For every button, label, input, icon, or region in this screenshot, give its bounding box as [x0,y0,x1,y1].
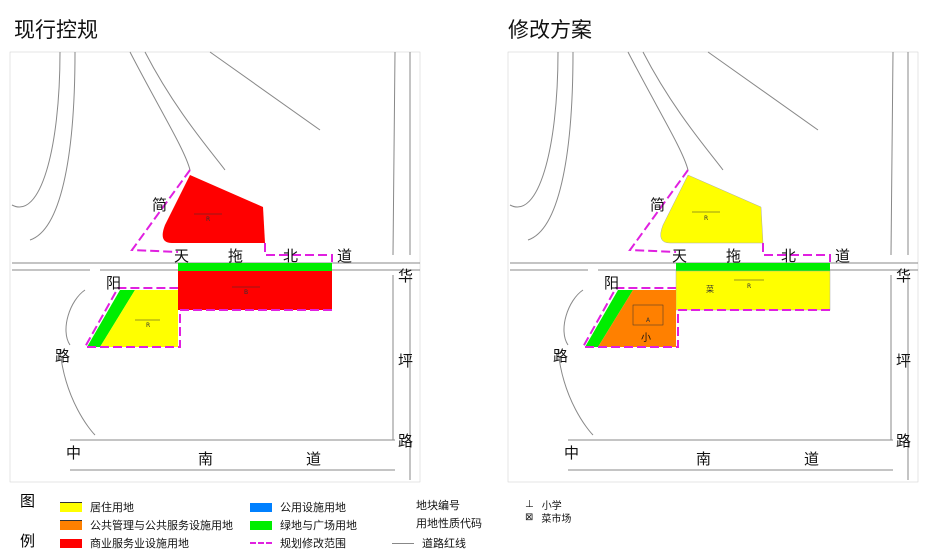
road-label: 华 [398,267,413,285]
road-label: 简 [650,196,665,214]
green-strip [178,263,332,271]
legend-symbol: ⊥小学 [525,499,562,512]
road-label: 道 [306,450,321,468]
road-label: 道 [835,247,850,265]
school-icon: 小 [641,332,651,344]
road-label: 路 [398,432,413,450]
parcel-code: R [206,216,210,223]
legend-item: 公共管理与公共服务设施用地 [60,517,233,533]
parcel-code: B [244,289,248,296]
road-label: 北 [283,247,298,265]
parcel-west [598,290,676,347]
road-label: 道 [804,450,819,468]
road-label: 道 [337,247,352,265]
road-label: 阳 [604,274,619,292]
road-label: 南 [198,450,213,468]
legend-title-1: 图 [20,492,36,510]
market-icon: 菜 [706,284,714,294]
boundary-line [581,169,831,348]
road-label: 天 [672,247,687,265]
road-label: 天 [174,247,189,265]
current-plan-title: 现行控规 [14,18,98,42]
green-diagonal [585,290,633,347]
parcel-south [178,271,332,310]
road-label: 中 [564,444,579,462]
legend-item: 道路红线 [392,535,466,551]
legend-item: 公用设施用地 [250,499,346,515]
parcel-code: R [146,322,150,329]
road-label: 简 [152,196,167,214]
road-label: 坪 [398,352,413,370]
legend-item: 规划修改范围 [250,535,346,551]
parcel-code: A [646,317,651,324]
parcel-south [675,270,831,311]
road-label: 拖 [726,247,741,265]
boundary-line [83,169,333,348]
legend-item: 绿地与广场用地 [250,517,357,533]
revised-plan-title: 修改方案 [508,18,592,42]
legend-title-2: 例 [20,532,36,550]
road-label: 坪 [896,352,911,370]
road-label: 拖 [228,247,243,265]
legend-symbol: ⊠菜市场 [525,512,572,525]
parcel-code: R [704,215,708,222]
road-label: 北 [781,247,796,265]
green-strip [676,263,830,271]
road-label: 路 [896,432,911,450]
revised-plan-map: 简 天 拖 北 道 阳 路 华 坪 路 中 南 道 R R 菜 A 小 [507,51,919,483]
green-diagonal [87,290,135,347]
parcel-north [162,175,265,243]
legend-item: 商业服务业设施用地 [60,535,189,551]
current-plan-map: 简 天 拖 北 道 阳 路 华 坪 路 中 南 道 R B R [9,51,421,483]
legend-parcel-code: 地块编号用地性质代码 [416,499,482,530]
road-label: 中 [66,444,81,462]
road-label: 阳 [106,274,121,292]
parcel-north [660,174,764,244]
parcel-west [100,290,178,347]
road-label: 华 [896,267,911,285]
road-label: 路 [553,347,568,365]
road-label: 南 [696,450,711,468]
parcel-code: R [747,283,751,290]
legend-item: 居住用地 [60,499,134,515]
road-label: 路 [55,347,70,365]
